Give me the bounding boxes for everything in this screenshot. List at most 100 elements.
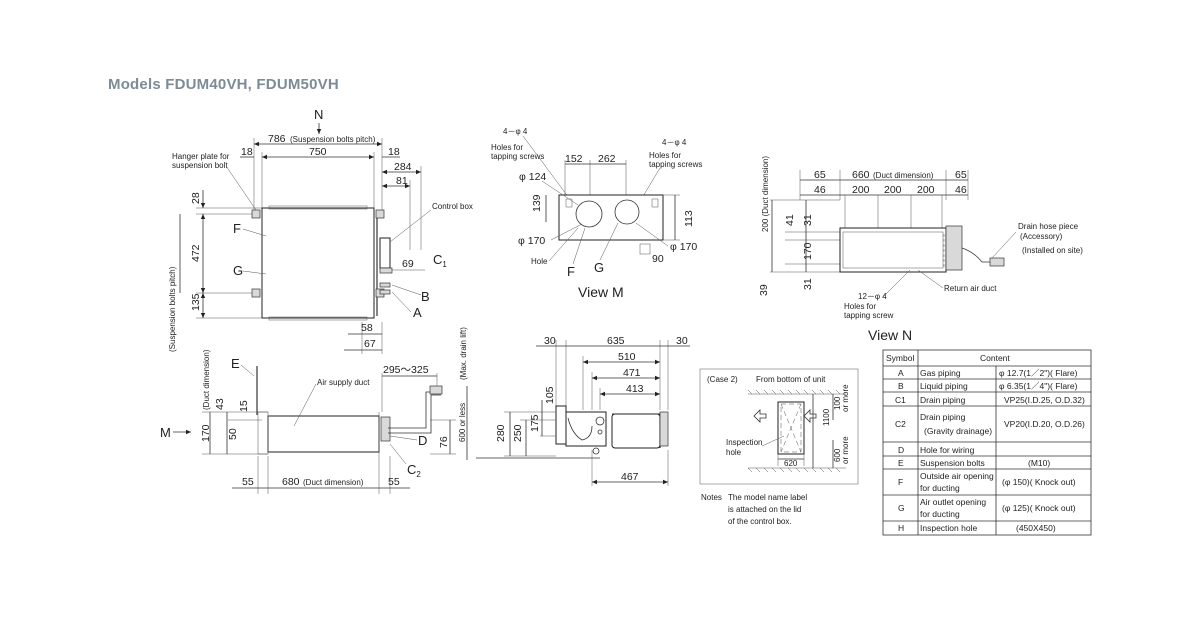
viewm-dim-124: φ 124: [519, 171, 546, 183]
side-view: E (Duct dimension) 170 43 15 50 M Air su…: [160, 327, 468, 494]
table-row-spec: (M10): [1028, 458, 1050, 468]
viewn-dim-65-left: 65: [814, 169, 826, 181]
label-G: G: [233, 263, 243, 278]
notes-line-1: The model name label: [728, 493, 807, 502]
hanger-note-2: suspension bolt: [172, 161, 228, 170]
arrow-left-icon: [753, 409, 767, 423]
north-label: N: [314, 107, 323, 122]
front-dim-280: 280: [495, 424, 507, 442]
table-row-sym: E: [898, 458, 904, 468]
control-box-side: [380, 416, 391, 442]
viewn-dim-46-left: 46: [814, 184, 826, 196]
table-row-name: Liquid piping: [920, 381, 968, 391]
viewm-dim-262: 262: [598, 153, 616, 165]
viewn-dim-31-top: 31: [802, 214, 814, 226]
side-dim-15: 15: [238, 400, 250, 412]
case2-dim-600: 600: [833, 448, 842, 462]
symbol-table: Symbol Content A Gas piping φ 12.7(1／2")…: [882, 349, 1092, 536]
case2-from: From bottom of unit: [756, 375, 826, 384]
viewm-holes-left-2: tapping screws: [491, 152, 544, 161]
table-row-name: Drain piping: [920, 412, 966, 422]
table-row-spec: (φ 150)( Knock out): [1002, 477, 1076, 487]
case2-dim-600-note: or more: [841, 436, 850, 464]
control-box-label: Control box: [432, 202, 473, 211]
table-row-spec: φ 6.35(1／4")( Flare): [999, 381, 1078, 391]
viewn-dim-46-right: 46: [955, 184, 967, 196]
table-row-name: Drain piping: [920, 395, 966, 405]
viewm-dim-139: 139: [531, 194, 543, 212]
front-dim-175: 175: [529, 414, 541, 432]
drain-hose-note-1: Drain hose piece: [1018, 222, 1079, 231]
dim-18-right: 18: [388, 146, 400, 158]
table-row-name-2: (Gravity drainage): [924, 426, 992, 436]
viewm-dim-90: 90: [652, 253, 664, 265]
viewn-dim-200-c: 200: [917, 184, 935, 196]
viewn-dim-200-a: 200: [852, 184, 870, 196]
front-dim-250: 250: [512, 424, 524, 442]
case2-panel: (Case 2) From bottom of unit Inspection …: [699, 368, 859, 485]
dim-28: 28: [190, 192, 202, 204]
control-box: [379, 237, 391, 269]
viewn-holes-count: 12－φ 4: [858, 292, 887, 301]
case2-dim-620: 620: [784, 459, 798, 468]
unit-body-side: [267, 415, 380, 453]
drain-hose-piece-icon: [989, 257, 1005, 267]
front-dim-510: 510: [618, 351, 636, 363]
viewn-panel: [839, 227, 947, 273]
label-F: F: [233, 221, 241, 236]
table-header-symbol: Symbol: [886, 353, 914, 363]
table-row-sym: C1: [895, 395, 906, 405]
view-n: 65 660 (Duct dimension) 65 46 200 200 20…: [758, 156, 1083, 343]
page-title: Models FDUM40VH, FDUM50VH: [108, 76, 339, 93]
dim-81: 81: [396, 175, 408, 187]
viewn-duct-dimension-vertical: 200 (Duct dimension): [761, 156, 770, 232]
viewn-caption: View N: [868, 327, 912, 343]
viewn-dim-660: 660: [852, 169, 870, 181]
table-row-name-2: for ducting: [920, 483, 960, 493]
label-C2: C2: [407, 462, 421, 479]
dim-67: 67: [364, 338, 376, 350]
front-dim-30-left: 30: [544, 335, 556, 347]
plan-view: N 786 (Suspension bolts pitch) 750 18 18…: [168, 107, 473, 354]
table-row-spec: VP20(I.D.20, O.D.26): [1004, 419, 1085, 429]
table-row-name: Outside air opening: [920, 471, 994, 481]
front-view: 30 635 30 510 471 413 280 250 175 105: [476, 335, 690, 486]
viewn-holes-1: Holes for: [844, 302, 876, 311]
table-row-name: Air outlet opening: [920, 497, 986, 507]
side-dim-295-325: 295～325: [383, 364, 429, 376]
viewm-dim-170-right: φ 170: [670, 241, 697, 253]
label-M: M: [160, 425, 171, 440]
air-supply-duct-label: Air supply duct: [317, 378, 370, 387]
side-dim-170: 170: [200, 424, 212, 442]
side-dim-43: 43: [214, 398, 226, 410]
viewm-label-F: F: [567, 264, 575, 279]
table-row-spec: φ 12.7(1／2")( Flare): [999, 368, 1078, 378]
hanger-plate-icon: [375, 209, 385, 219]
table-row-name: Gas piping: [920, 368, 961, 378]
front-body-right: [611, 413, 661, 449]
case2-dim-100: 100: [833, 396, 842, 410]
dim-18-left: 18: [241, 146, 253, 158]
max-drain-lift-label: (Max. drain lift): [459, 327, 468, 380]
hanger-note-1: Hanger plate for: [172, 152, 230, 161]
side-dim-680: 680: [282, 476, 300, 488]
dim-786-note: (Suspension bolts pitch): [290, 135, 376, 144]
table-row-sym: C2: [895, 419, 906, 429]
side-dim-680-note: (Duct dimension): [303, 478, 364, 487]
label-D: D: [418, 433, 427, 448]
drain-hose-fitting: [945, 225, 963, 271]
table-row-name-2: for ducting: [920, 509, 960, 519]
table-row-spec: (450X450): [1016, 523, 1056, 533]
front-dim-30-right: 30: [676, 335, 688, 347]
side-dim-50: 50: [227, 428, 239, 440]
viewm-hole-label: Hole: [531, 257, 548, 266]
viewm-holes-left-count: 4－φ 4: [503, 127, 528, 136]
table-row-spec: VP25(I.D.25, O.D.32): [1004, 395, 1085, 405]
table-row-name: Inspection hole: [920, 523, 977, 533]
side-dim-76: 76: [438, 436, 450, 448]
viewn-dim-170: 170: [802, 242, 814, 260]
viewn-dim-31-bottom: 31: [802, 278, 814, 290]
viewm-holes-right-count: 4－φ 4: [662, 138, 687, 147]
case2-unit: [777, 401, 805, 455]
